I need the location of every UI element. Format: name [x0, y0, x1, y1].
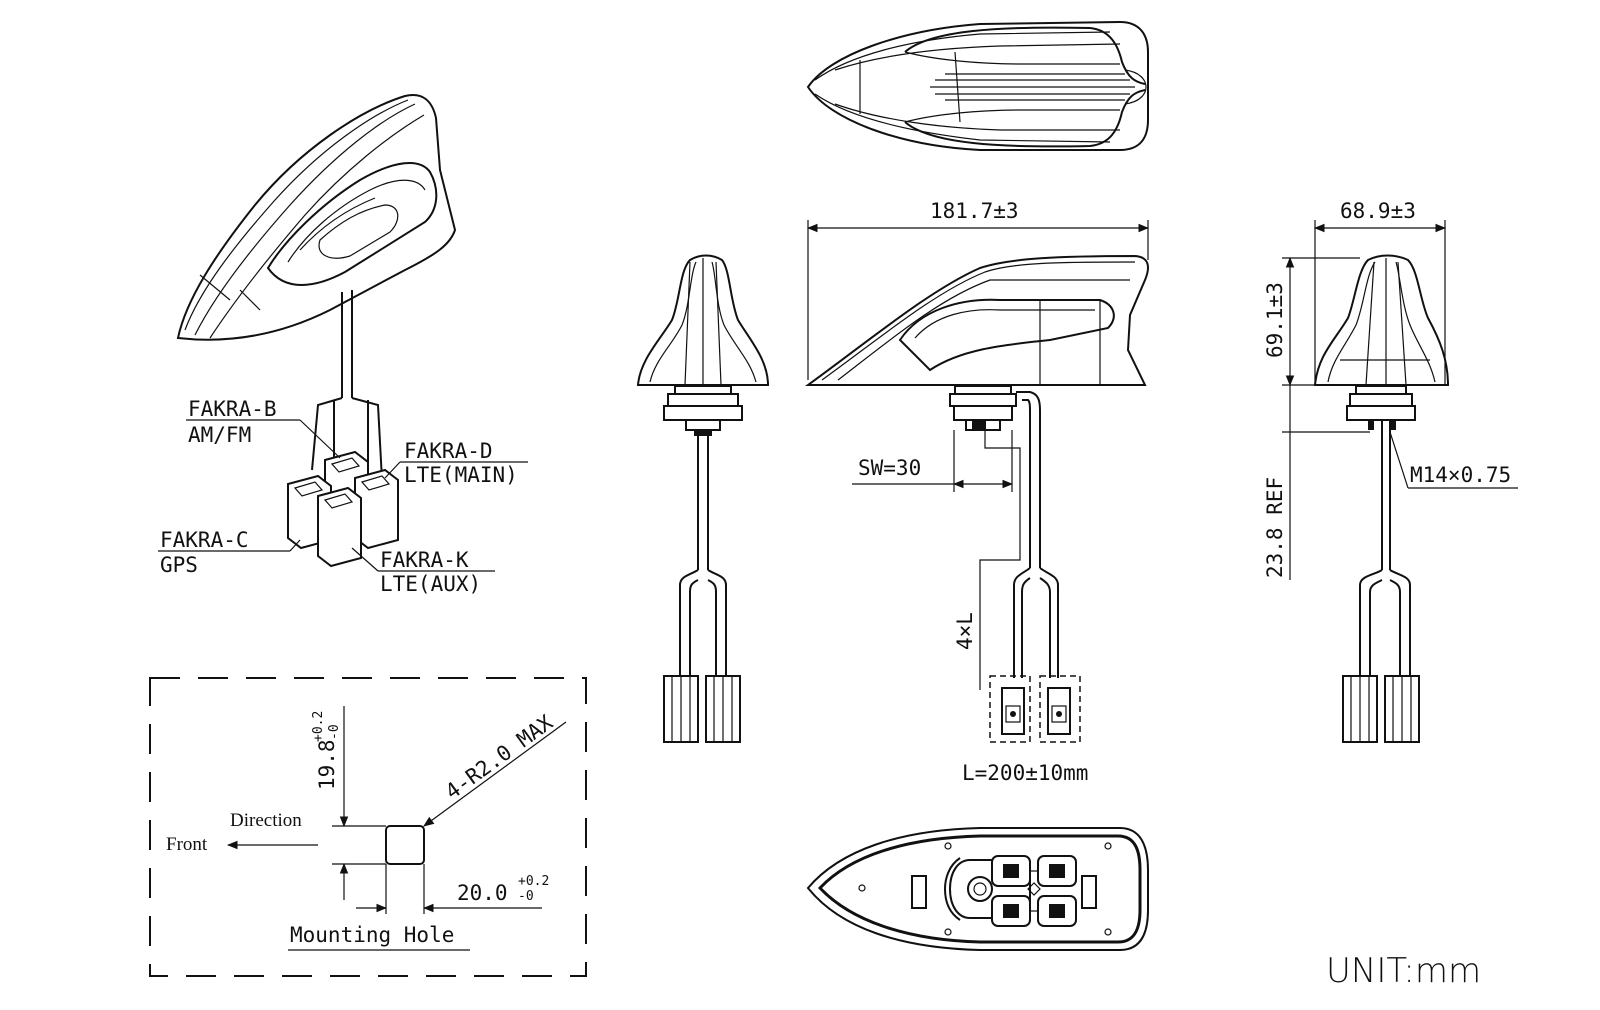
hole-width-value: 20.0	[457, 881, 508, 905]
corner-radius-label: 4-R2.0 MAX	[441, 710, 558, 804]
connector-callouts: FAKRA-B AM/FM FAKRA-D LTE(MAIN) FAKRA-C …	[158, 397, 528, 596]
bottom-view	[806, 827, 1149, 951]
hole-width-tol-upper: +0.2	[518, 874, 549, 889]
front-view	[636, 254, 770, 743]
length-dimension: 181.7±3	[930, 199, 1019, 223]
am-fm-label: AM/FM	[188, 423, 251, 447]
top-view	[806, 20, 1149, 151]
lte-aux-label: LTE(AUX)	[380, 572, 481, 596]
lte-main-label: LTE(MAIN)	[404, 463, 518, 487]
hole-height-value: 19.8	[315, 739, 339, 790]
hole-height-tol-lower: -0	[327, 724, 342, 740]
height-dimension: 69.1±3	[1263, 282, 1287, 358]
right-view: 68.9±3 69.1±3 23.8 REF M14×0.75	[1263, 199, 1518, 743]
mounting-hole-detail: 19.8 +0.2 -0 20.0 +0.2 -0 4-R2.0 MAX Dir…	[149, 677, 587, 977]
cable-count-dimension: 4×L	[953, 612, 977, 650]
width-dimension: 68.9±3	[1340, 199, 1416, 223]
mounting-hole-title: Mounting Hole	[290, 923, 454, 947]
ref-dimension: 23.8 REF	[1263, 477, 1287, 578]
isometric-view	[176, 94, 457, 568]
side-view: 181.7±3 SW=30 4×L L=200±10mm	[804, 199, 1150, 785]
fakra-c-label: FAKRA-C	[160, 528, 249, 552]
sw-dimension: SW=30	[858, 456, 921, 480]
fakra-d-label: FAKRA-D	[404, 439, 493, 463]
cable-length-label: L=200±10mm	[962, 761, 1088, 785]
direction-label: Direction	[230, 810, 302, 831]
hole-height-tol-upper: +0.2	[311, 711, 326, 742]
hole-width-tol-lower: -0	[518, 889, 534, 904]
gps-label: GPS	[160, 553, 198, 577]
fakra-k-label: FAKRA-K	[380, 548, 469, 572]
unit-label: UNIT:mm	[1326, 951, 1481, 991]
thread-dimension: M14×0.75	[1410, 463, 1511, 487]
front-label: Front	[166, 834, 208, 855]
fakra-b-label: FAKRA-B	[188, 397, 277, 421]
